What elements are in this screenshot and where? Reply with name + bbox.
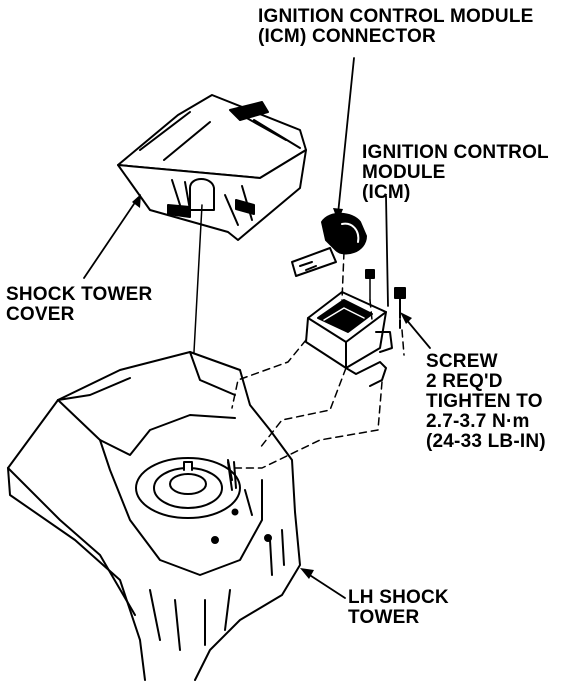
label-shock-tower-cover: SHOCK TOWER COVER	[6, 285, 152, 325]
label-screw-line3: TIGHTEN TO	[426, 391, 543, 412]
icm-connector-part	[291, 212, 367, 277]
label-icm-connector-line2: (ICM) CONNECTOR	[258, 26, 436, 47]
leader-lines	[83, 57, 431, 599]
icm-part	[305, 291, 393, 387]
label-icm-line1: IGNITION CONTROL	[362, 142, 549, 163]
label-screw-line2: 2 REQ'D	[426, 371, 503, 392]
label-icm-connector: IGNITION CONTROL MODULE (ICM) CONNECTOR	[258, 7, 534, 47]
label-icm: IGNITION CONTROL MODULE (ICM)	[362, 143, 549, 203]
label-shock-tower-cover-line2: COVER	[6, 304, 75, 325]
label-shock-tower-cover-line1: SHOCK TOWER	[6, 284, 153, 305]
label-screw-line1: SCREW	[426, 351, 498, 372]
label-icm-line3: (ICM)	[362, 182, 411, 203]
label-screw-line4: 2.7-3.7 N·m	[426, 411, 530, 432]
label-lh-shock-tower-line1: LH SHOCK	[348, 587, 449, 608]
screw-part-top	[365, 269, 375, 301]
screw-part-right	[394, 287, 406, 329]
label-screw: SCREW 2 REQ'D TIGHTEN TO 2.7-3.7 N·m (24…	[426, 352, 546, 452]
shock-tower-part	[7, 351, 301, 681]
assembly-dashed-lines	[231, 251, 405, 469]
label-screw-line5: (24-33 LB-IN)	[426, 431, 546, 452]
label-lh-shock-tower-line2: TOWER	[348, 607, 420, 628]
shock-tower-cover-part	[117, 94, 307, 241]
label-icm-connector-line1: IGNITION CONTROL MODULE	[258, 6, 534, 27]
label-icm-line2: MODULE	[362, 162, 446, 183]
label-lh-shock-tower: LH SHOCK TOWER	[348, 588, 449, 628]
leader-arrowheads	[132, 194, 412, 579]
